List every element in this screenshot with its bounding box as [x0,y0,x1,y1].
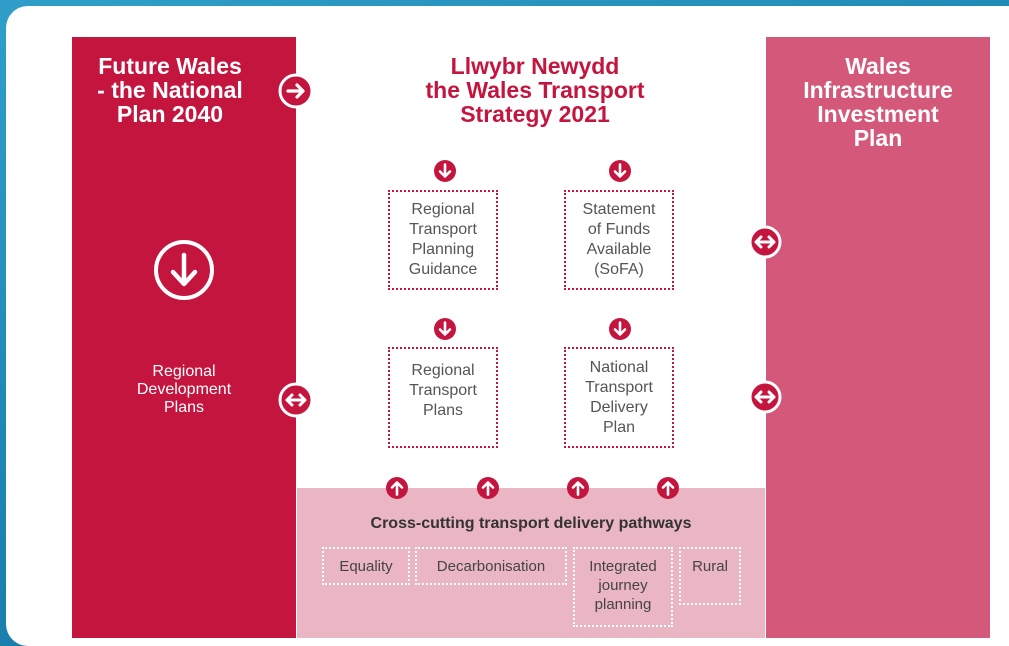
arrow-down-circle-icon [608,159,632,183]
pathways-heading: Cross-cutting transport delivery pathway… [370,515,692,532]
pathway-rural: Rural [679,547,741,605]
arrow-up-circle-icon [476,476,500,500]
regional-transport-plans-box: Regional Transport Plans [388,347,498,448]
arrow-down-circle-icon [433,159,457,183]
arrow-up-circle-icon [656,476,680,500]
arrow-up-circle-icon [385,476,409,500]
arrow-right-circle-icon [278,73,314,109]
regional-transport-planning-guidance-box: Regional Transport Planning Guidance [388,190,498,290]
future-wales-title: Future Wales - the National Plan 2040 [97,53,243,127]
arrow-down-circle-icon [152,238,216,302]
arrow-up-circle-icon [566,476,590,500]
pathway-integrated-journey-planning: Integrated journey planning [573,547,673,627]
pathway-equality: Equality [322,547,410,585]
pathway-decarbonisation: Decarbonisation [415,547,567,585]
wiip-panel [766,37,990,638]
arrow-left-right-circle-icon [277,381,315,419]
future-wales-panel [72,37,296,638]
arrow-down-circle-icon [608,317,632,341]
arrow-left-right-circle-icon [747,379,783,415]
pathways-band [297,488,765,638]
wiip-title: Wales Infrastructure Investment Plan [803,53,953,151]
statement-of-funds-box: Statement of Funds Available (SoFA) [564,190,674,290]
regional-development-plans-label: Regional Development Plans [136,363,232,416]
national-transport-delivery-plan-box: National Transport Delivery Plan [564,347,674,448]
llwybr-newydd-title: Llwybr Newydd the Wales Transport Strate… [425,53,645,127]
arrow-left-right-circle-icon [747,224,783,260]
arrow-down-circle-icon [433,317,457,341]
